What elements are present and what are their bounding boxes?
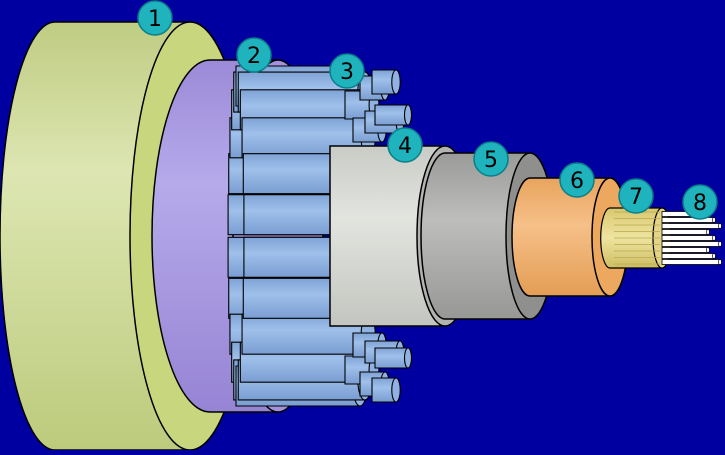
optical-fiber <box>661 241 722 247</box>
armour-wire <box>374 104 413 126</box>
strength-member-layer <box>600 207 672 269</box>
svg-text:4: 4 <box>398 134 412 159</box>
optical-fiber <box>661 217 716 223</box>
callout-2: 2 <box>236 37 272 73</box>
optical-fiber <box>661 229 710 235</box>
armour-wire <box>371 69 401 95</box>
optical-fiber <box>661 247 710 253</box>
svg-text:6: 6 <box>570 169 584 194</box>
callout-8: 8 <box>682 184 718 220</box>
svg-text:7: 7 <box>629 185 643 210</box>
callout-3: 3 <box>329 53 365 89</box>
callout-labels: 1 2 3 4 5 6 7 8 <box>137 0 718 220</box>
svg-text:8: 8 <box>693 191 707 216</box>
callout-7: 7 <box>618 178 654 214</box>
armour-wire <box>371 377 401 403</box>
optical-fiber <box>661 223 722 229</box>
callout-6: 6 <box>559 162 595 198</box>
callout-5: 5 <box>473 141 509 177</box>
svg-text:3: 3 <box>340 60 354 85</box>
optical-fiber <box>661 259 722 265</box>
armour-wire <box>374 347 413 369</box>
svg-text:5: 5 <box>484 148 498 173</box>
callout-4: 4 <box>387 127 423 163</box>
optical-fiber <box>661 235 716 241</box>
optical-fiber <box>661 253 716 259</box>
svg-text:2: 2 <box>247 44 261 69</box>
armour-wires-front <box>344 69 413 403</box>
optical-fibers-layer <box>661 211 722 265</box>
callout-1: 1 <box>137 0 173 36</box>
svg-text:1: 1 <box>148 7 162 32</box>
